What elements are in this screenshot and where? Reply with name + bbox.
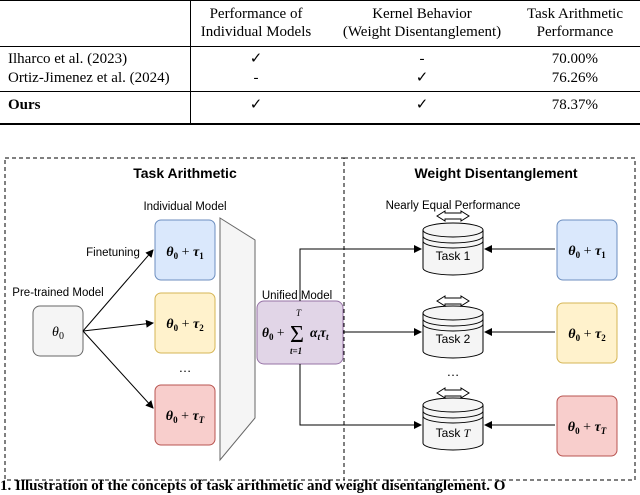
finetune-arrow-2 (82, 319, 154, 332)
task-t-cylinder: Task T (422, 397, 484, 451)
task-model-1-box (556, 219, 618, 281)
row-performance: 70.00% (551, 51, 598, 67)
sum-upper-limit: T (296, 308, 302, 318)
header-kernel-line2: (Weight Disentanglement) (342, 24, 502, 40)
task-model-2-formula: θ0 + τ2 (568, 327, 606, 343)
comparison-table: Performance of Individual Models Kernel … (0, 0, 640, 125)
figure-caption: 1. Illustration of the concepts of task … (0, 478, 506, 494)
row-kernel-mark: - (419, 51, 425, 67)
unified-model-label: Unified Model (262, 290, 332, 302)
header-individual-line2: Individual Models (200, 24, 312, 40)
header-kernel-line1: Kernel Behavior (372, 6, 472, 22)
task-model-t-box (556, 395, 618, 457)
row-name: Ilharco et al. (2023) (8, 51, 128, 67)
equal-performance-arrow-1 (436, 210, 470, 222)
weight-disentanglement-panel (343, 157, 636, 481)
header-performance-line2: Performance (536, 24, 614, 40)
finetune-arrow-t (82, 330, 154, 409)
individual-model-label: Individual Model (143, 201, 226, 213)
task-1-cylinder: Task 1 (422, 222, 484, 276)
sum-term: αtτt (310, 325, 329, 342)
row-individual-mark: - (253, 70, 259, 86)
unified-model-formula: θ0 + (262, 325, 285, 342)
task-arithmetic-title: Task Arithmetic (133, 165, 237, 181)
table-header-rule (0, 46, 640, 47)
row-individual-mark: ✓ (249, 51, 263, 67)
row-name: Ortiz-Jimenez et al. (2024) (8, 70, 170, 86)
header-individual-line1: Performance of (209, 6, 303, 22)
individual-model-2-formula: θ0 + τ2 (166, 317, 204, 333)
equal-performance-arrow-t (436, 387, 470, 399)
header-performance-line1: Task Arithmetic (526, 6, 623, 22)
unified-to-task1-arrow (299, 245, 422, 301)
table-mid-rule (0, 91, 640, 92)
row-kernel-mark: ✓ (415, 97, 429, 113)
task-2-cylinder: Task 2 (422, 305, 484, 359)
finetuning-label: Finetuning (86, 247, 140, 259)
task-ellipsis: … (447, 364, 460, 379)
finetune-arrow-1 (82, 249, 154, 332)
sum-lower-limit: t=1 (290, 346, 302, 356)
concept-figure: Task Arithmetic Weight Disentanglement I… (4, 157, 636, 481)
equal-performance-arrow-2 (436, 295, 470, 307)
individual-model-1-box (154, 219, 216, 281)
task-2-label: Task 2 (436, 332, 471, 346)
row-kernel-mark: ✓ (415, 70, 429, 86)
row-name-ours: Ours (8, 97, 41, 113)
row-performance: 78.37% (551, 97, 598, 113)
individual-model-t-box (154, 384, 216, 446)
task-model-2-box (556, 302, 618, 364)
table-bottom-rule (0, 123, 640, 125)
task-1-label: Task 1 (436, 249, 471, 263)
weight-disentanglement-title: Weight Disentanglement (414, 165, 577, 181)
table-top-rule (0, 0, 640, 1)
nearly-equal-label: Nearly Equal Performance (386, 200, 521, 212)
task-model-1-formula: θ0 + τ1 (568, 244, 606, 260)
task-t-label: Task T (436, 426, 472, 440)
row-performance: 76.26% (551, 70, 598, 86)
individual-model-1-formula: θ0 + τ1 (166, 245, 204, 261)
table-column-divider (190, 0, 191, 125)
row-individual-mark: ✓ (249, 97, 263, 113)
sum-symbol: Σ (290, 322, 304, 348)
pretrained-model-label: Pre-trained Model (12, 287, 103, 299)
individual-ellipsis: … (179, 360, 192, 375)
merge-trapezoid (219, 217, 256, 462)
unified-to-taskt-arrow (299, 364, 422, 429)
pretrained-symbol: θ0 (52, 325, 64, 342)
individual-model-2-box (154, 292, 216, 354)
